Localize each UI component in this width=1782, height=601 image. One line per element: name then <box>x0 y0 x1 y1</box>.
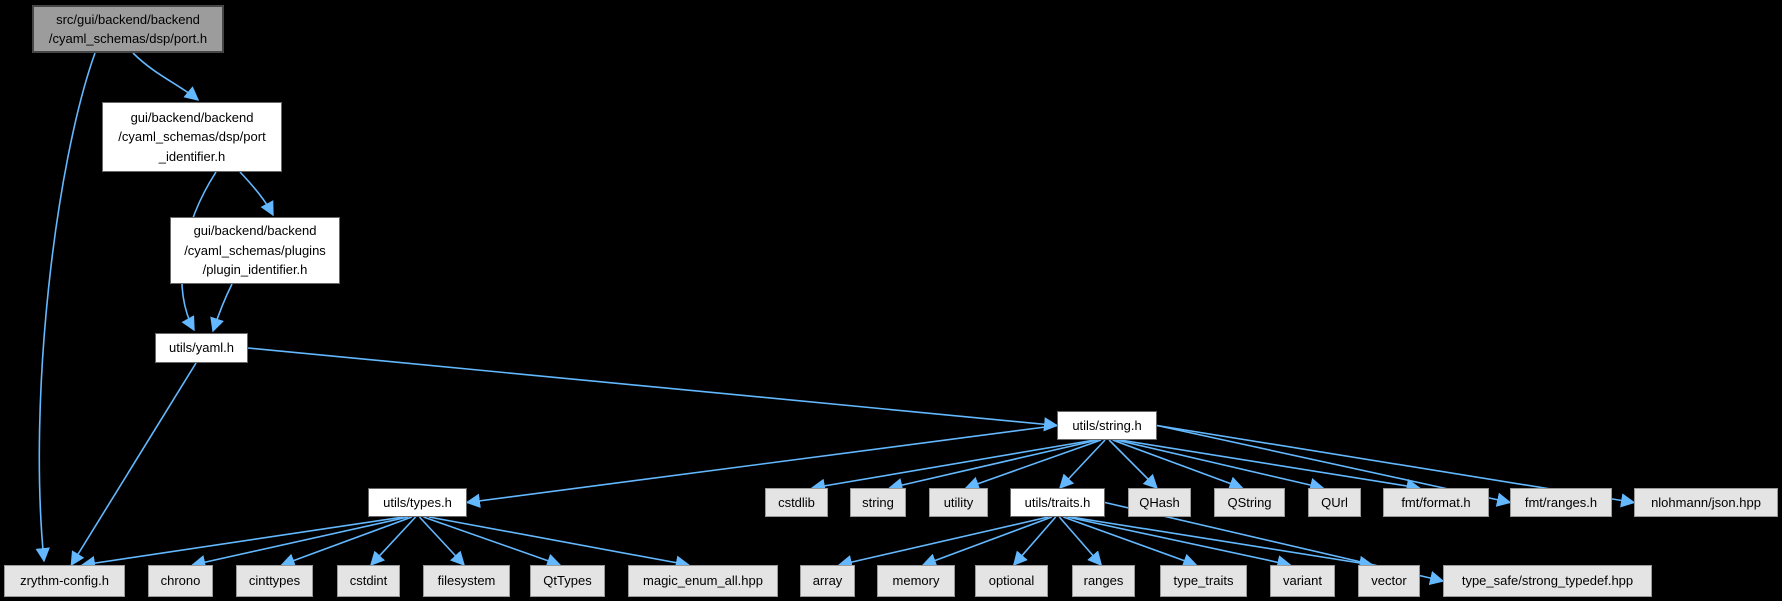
node-label-line: nlohmann/json.hpp <box>1651 494 1761 510</box>
graph-node-filesystem: filesystem <box>423 565 510 597</box>
node-label-line: gui/backend/backend <box>193 223 317 239</box>
graph-node-variant: variant <box>1270 565 1335 597</box>
node-label-line: _identifier.h <box>158 148 226 164</box>
graph-node-nlohmann-json-hpp: nlohmann/json.hpp <box>1634 488 1778 517</box>
graph-node-cinttypes: cinttypes <box>236 565 313 597</box>
node-label-line: utils/string.h <box>1072 417 1142 433</box>
graph-node-optional: optional <box>975 565 1048 597</box>
node-label-line: QString <box>1227 494 1272 510</box>
node-label-line: zrythm-config.h <box>20 573 109 589</box>
edge-port-h-to-port-identifier-h <box>132 52 200 101</box>
edge-port-identifier-h-to-plugin-identifier-h <box>239 171 274 217</box>
graph-node-array: array <box>800 565 855 597</box>
graph-node-chrono: chrono <box>148 565 213 597</box>
graph-node-fmt-format-h: fmt/format.h <box>1383 488 1489 517</box>
graph-node-qttypes: QtTypes <box>530 565 605 597</box>
graph-node-utils-traits-h[interactable]: utils/traits.h <box>1010 488 1105 517</box>
node-label-line: fmt/format.h <box>1401 494 1471 510</box>
edge-utils-yaml-h-to-zrythm-config-h <box>70 362 197 567</box>
node-label-line: type_traits <box>1173 573 1234 589</box>
edge-utils-traits-h-to-variant <box>1067 516 1292 570</box>
graph-node-type-safe-strong-typedef-hpp: type_safe/strong_typedef.hpp <box>1443 565 1652 597</box>
graph-node-string: string <box>850 488 906 517</box>
graph-node-utility: utility <box>929 488 988 517</box>
graph-node-port-identifier-h[interactable]: gui/backend/backend/cyaml_schemas/dsp/po… <box>102 102 282 172</box>
graph-node-type-traits: type_traits <box>1160 565 1247 597</box>
graph-node-utils-string-h[interactable]: utils/string.h <box>1057 411 1157 440</box>
edge-plugin-identifier-h-to-utils-yaml-h <box>210 283 233 333</box>
node-label-line: optional <box>988 573 1035 589</box>
edge-utils-traits-h-to-type-traits <box>1063 516 1198 568</box>
node-label-line: src/gui/backend/backend <box>56 11 200 27</box>
edge-utils-types-h-to-chrono <box>190 516 409 570</box>
edge-utils-types-h-to-zrythm-config-h <box>80 516 404 571</box>
node-label-line: utils/types.h <box>383 494 452 510</box>
edge-utils-yaml-h-to-utils-string-h <box>247 347 1059 432</box>
graph-node-ranges: ranges <box>1072 565 1135 597</box>
edge-utils-traits-h-to-memory <box>921 516 1053 568</box>
edge-utils-types-h-to-qttypes <box>423 516 562 568</box>
node-label-line: ranges <box>1083 573 1124 589</box>
node-label-line: gui/backend/backend <box>130 109 254 125</box>
graph-node-cstdint: cstdint <box>337 565 400 597</box>
graph-node-plugin-identifier-h[interactable]: gui/backend/backend/cyaml_schemas/plugin… <box>170 217 340 284</box>
edge-utils-traits-h-to-ranges <box>1058 516 1103 567</box>
graph-node-qhash: QHash <box>1128 488 1191 517</box>
node-label-line: chrono <box>160 573 201 589</box>
node-label-line: fmt/ranges.h <box>1524 494 1598 510</box>
graph-node-zrythm-config-h: zrythm-config.h <box>4 565 125 597</box>
graph-node-magic-enum-all-hpp: magic_enum_all.hpp <box>628 565 778 597</box>
node-label-line: variant <box>1282 573 1323 589</box>
graph-node-qurl: QUrl <box>1308 488 1361 517</box>
node-label-line: cinttypes <box>248 573 301 589</box>
node-label-line: vector <box>1371 573 1407 589</box>
node-label-line: /cyaml_schemas/dsp/port.h <box>48 31 208 46</box>
edge-utils-types-h-to-cinttypes <box>280 516 413 568</box>
graph-node-cstdlib: cstdlib <box>765 488 828 517</box>
edge-utils-string-h-to-utility <box>964 439 1102 491</box>
edge-utils-traits-h-to-optional <box>1012 516 1057 567</box>
graph-node-fmt-ranges-h: fmt/ranges.h <box>1510 488 1612 517</box>
graph-node-port-h: src/gui/backend/backend/cyaml_schemas/ds… <box>32 5 224 53</box>
node-label-line: QHash <box>1139 494 1180 510</box>
edge-utils-string-h-to-fmt-format-h <box>1120 439 1421 494</box>
node-label-line: cstdlib <box>778 494 815 510</box>
node-label-line: type_safe/strong_typedef.hpp <box>1461 573 1634 589</box>
node-label-line: utility <box>943 494 974 510</box>
graph-node-qstring: QString <box>1214 488 1285 517</box>
node-label-line: utils/traits.h <box>1024 494 1091 510</box>
edge-port-h-to-zrythm-config-h <box>35 52 96 563</box>
node-label-line: QtTypes <box>543 573 592 589</box>
node-label-line: memory <box>892 573 940 589</box>
edge-utils-types-h-to-filesystem <box>418 516 466 567</box>
graph-node-vector: vector <box>1358 565 1420 597</box>
node-label-line: filesystem <box>437 573 496 589</box>
node-label-line: /plugin_identifier.h <box>202 262 308 278</box>
edge-utils-types-h-to-magic-enum-all-hpp <box>428 516 691 570</box>
edge-utils-string-h-to-qurl <box>1115 439 1325 493</box>
edge-utils-string-h-to-cstdlib <box>810 439 1095 493</box>
edge-utils-string-h-to-string <box>888 439 1099 493</box>
node-label-line: array <box>812 573 843 589</box>
node-label-line: utils/yaml.h <box>168 340 235 356</box>
node-label-line: string <box>862 494 894 510</box>
node-label-line: cstdint <box>349 573 388 589</box>
edge-utils-traits-h-to-vector <box>1070 516 1374 571</box>
edge-utils-string-h-to-qstring <box>1112 439 1244 491</box>
graph-node-utils-types-h[interactable]: utils/types.h <box>368 488 467 517</box>
node-label-line: magic_enum_all.hpp <box>643 573 763 589</box>
edge-utils-traits-h-to-array <box>837 516 1049 570</box>
graph-node-utils-yaml-h[interactable]: utils/yaml.h <box>155 333 248 363</box>
graph-node-memory: memory <box>877 565 955 597</box>
node-label-line: /cyaml_schemas/dsp/port <box>118 129 266 145</box>
node-label-line: /cyaml_schemas/plugins <box>184 242 326 258</box>
node-label-line: QUrl <box>1321 494 1348 510</box>
edge-utils-types-h-to-cstdint <box>369 516 417 567</box>
edge-utils-string-h-to-utils-traits-h <box>1058 439 1106 490</box>
edge-utils-string-h-to-utils-types-h <box>465 424 1058 508</box>
edge-utils-string-h-to-qhash <box>1108 439 1158 490</box>
